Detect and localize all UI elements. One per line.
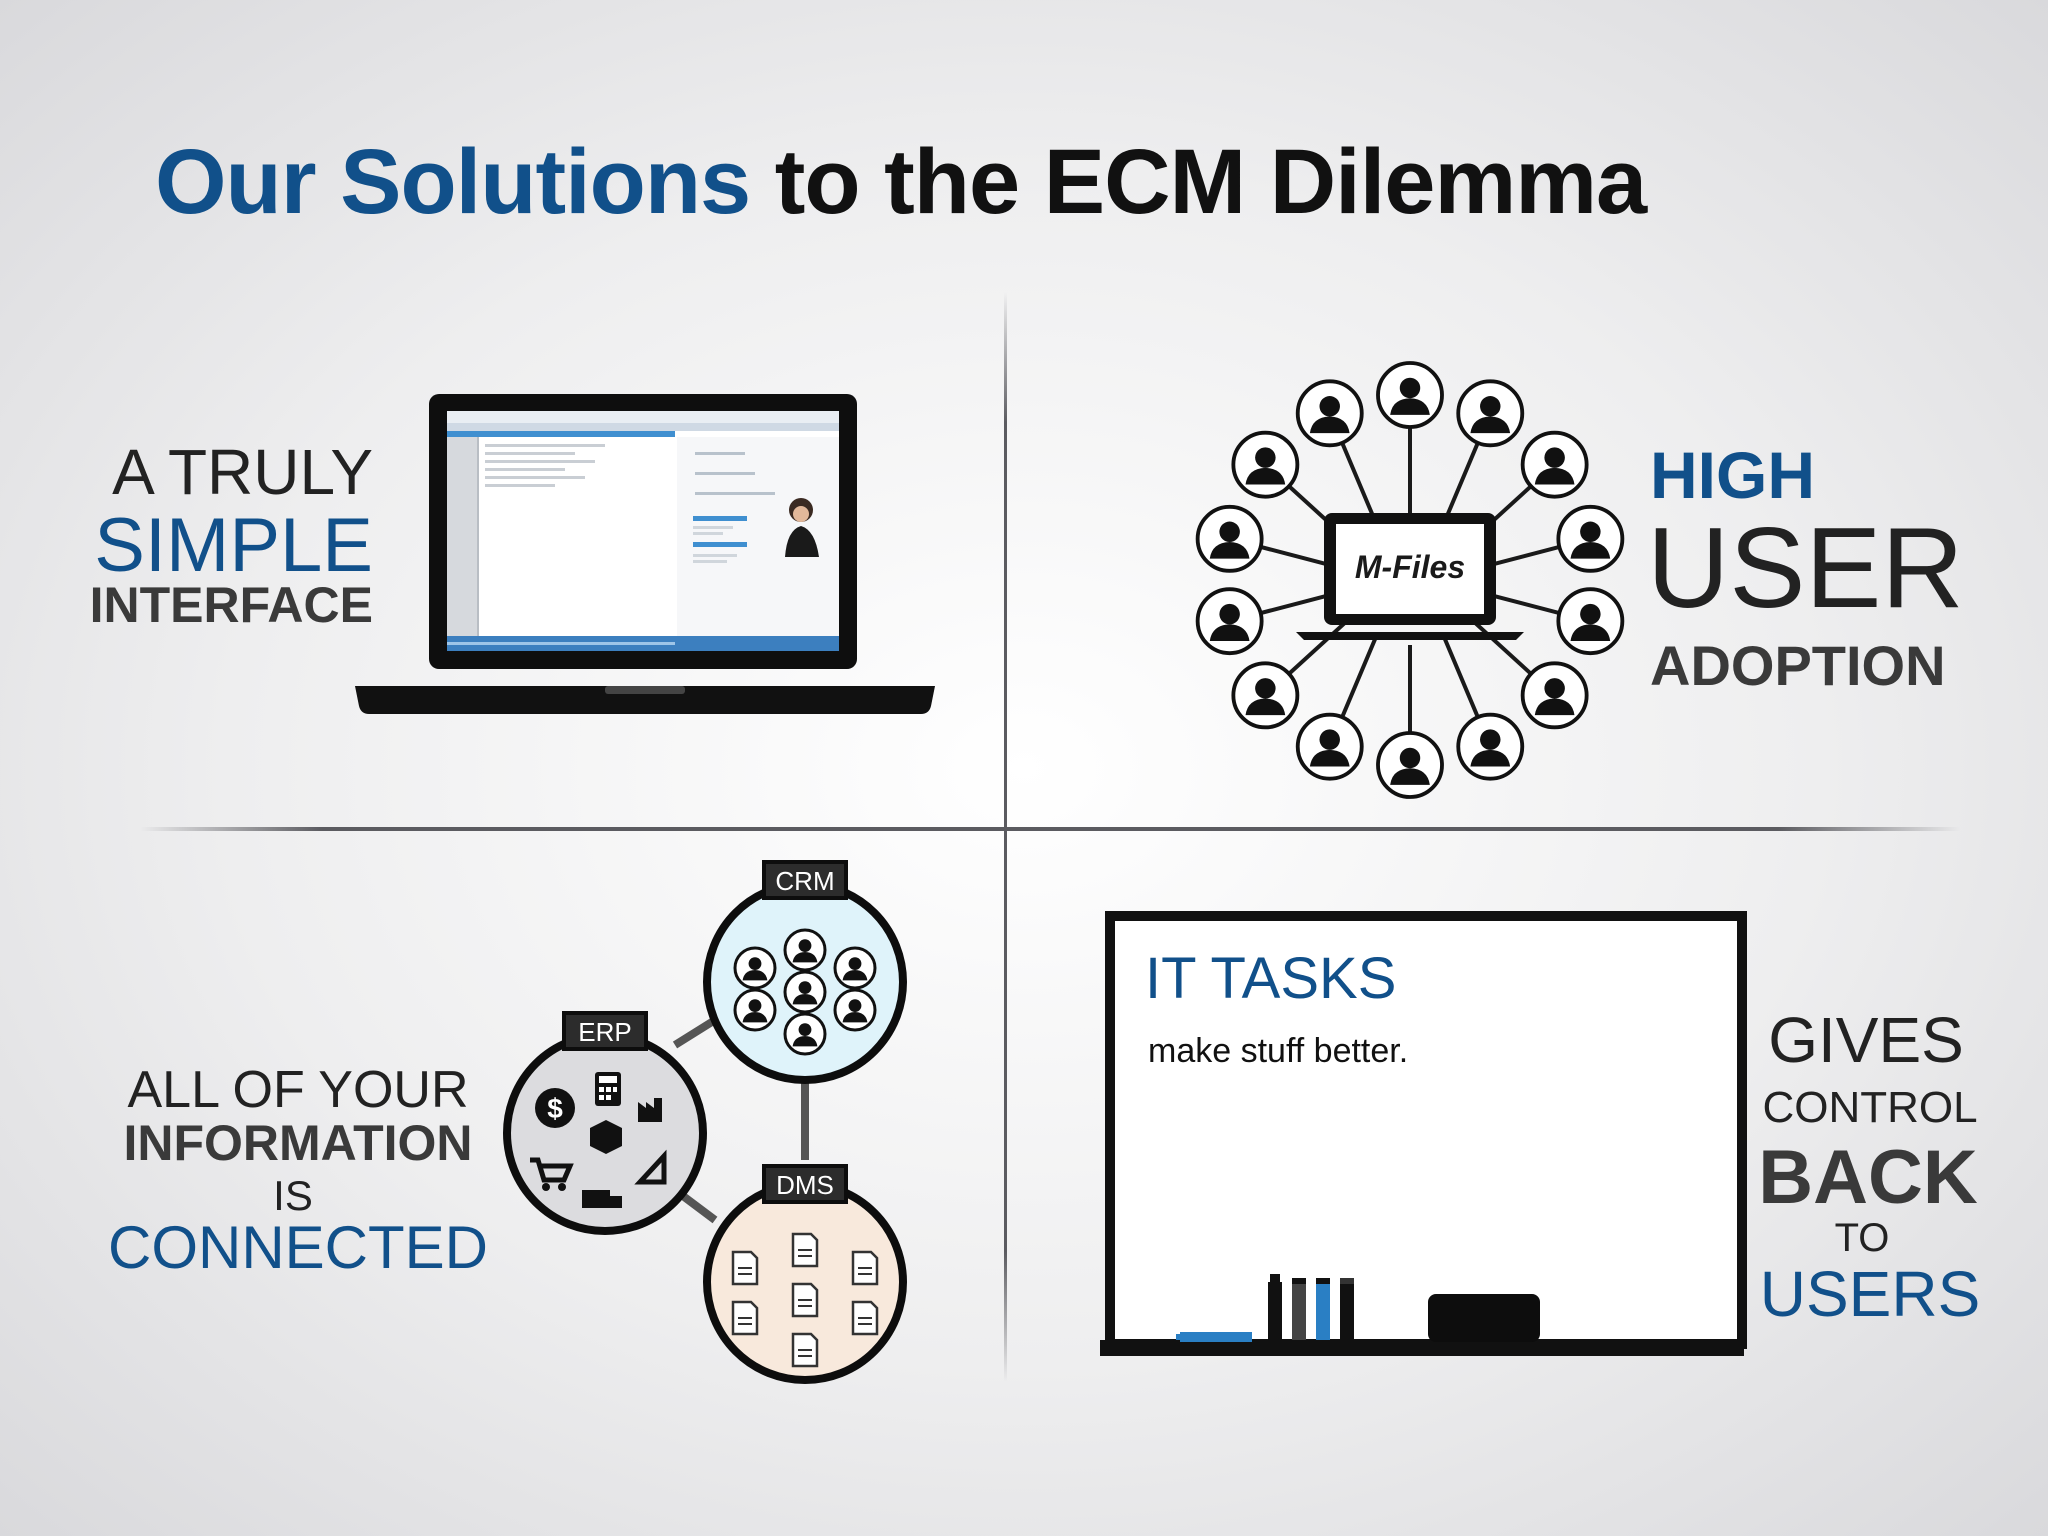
tr-line3: ADOPTION xyxy=(1650,634,1946,697)
document-icon xyxy=(731,1250,759,1286)
document-icon xyxy=(791,1332,819,1368)
tl-line1: A TRULY xyxy=(112,436,373,508)
vertical-divider xyxy=(1004,292,1007,1382)
board-heading: IT TASKS xyxy=(1145,946,1397,1011)
user-icon xyxy=(1295,712,1364,781)
erp-tag: ERP xyxy=(578,1017,631,1047)
board-text: make stuff better. xyxy=(1148,1032,1409,1070)
document-icon xyxy=(851,1300,879,1336)
user-network-diagram: M-Files xyxy=(1195,361,1625,799)
person-icon xyxy=(833,946,877,990)
m-files-laptop-icon xyxy=(1296,513,1524,640)
tr-line2: USER xyxy=(1647,505,1964,632)
user-icon xyxy=(1456,712,1525,781)
horizontal-divider xyxy=(140,827,1960,831)
br-line3: BACK xyxy=(1758,1135,1978,1220)
bl-line2: INFORMATION xyxy=(123,1115,473,1171)
crm-tag: CRM xyxy=(775,866,834,896)
bl-line3: IS xyxy=(273,1172,313,1219)
connected-systems-diagram: CRM $ ERP DMS xyxy=(503,860,907,1384)
user-icon xyxy=(1376,731,1444,799)
bl-line4: CONNECTED xyxy=(107,1214,489,1281)
tl-line2: SIMPLE xyxy=(94,503,373,588)
user-icon xyxy=(1520,661,1589,730)
user-icon xyxy=(1195,587,1264,656)
user-icon xyxy=(1556,587,1625,656)
m-files-logo: M-Files xyxy=(1355,549,1465,585)
tr-line1: HIGH xyxy=(1650,438,1815,512)
svg-text:$: $ xyxy=(547,1093,563,1124)
laptop-illustration xyxy=(355,394,935,714)
erp-icons: $ xyxy=(530,1072,667,1208)
br-line1: GIVES xyxy=(1768,1004,1964,1076)
user-icon xyxy=(1231,430,1300,499)
document-icon xyxy=(791,1282,819,1318)
user-icon xyxy=(1456,379,1525,448)
document-icon xyxy=(791,1232,819,1268)
person-icon xyxy=(733,988,777,1032)
title-rest: to the ECM Dilemma xyxy=(774,131,1647,233)
document-icon xyxy=(731,1300,759,1336)
document-icon xyxy=(851,1250,879,1286)
user-icon xyxy=(1295,379,1364,448)
user-icon xyxy=(1520,430,1589,499)
user-icon xyxy=(1195,504,1264,573)
person-icon xyxy=(783,1012,827,1056)
user-icon xyxy=(1556,504,1625,573)
br-line4: TO xyxy=(1834,1216,1890,1260)
person-icon xyxy=(833,988,877,1032)
page-title: Our Solutions to the ECM Dilemma xyxy=(155,130,1647,235)
br-line5: USERS xyxy=(1759,1258,1981,1330)
bl-line1: ALL OF YOUR xyxy=(127,1061,469,1119)
person-icon xyxy=(783,928,827,972)
person-icon xyxy=(783,970,827,1014)
person-icon xyxy=(733,946,777,990)
user-icon xyxy=(1376,361,1444,429)
dms-tag: DMS xyxy=(776,1170,834,1200)
whiteboard-illustration xyxy=(1100,911,1747,1356)
br-line2: CONTROL xyxy=(1762,1083,1978,1132)
user-icon xyxy=(1231,661,1300,730)
tl-line3: INTERFACE xyxy=(89,577,373,633)
title-highlight: Our Solutions xyxy=(155,131,751,233)
